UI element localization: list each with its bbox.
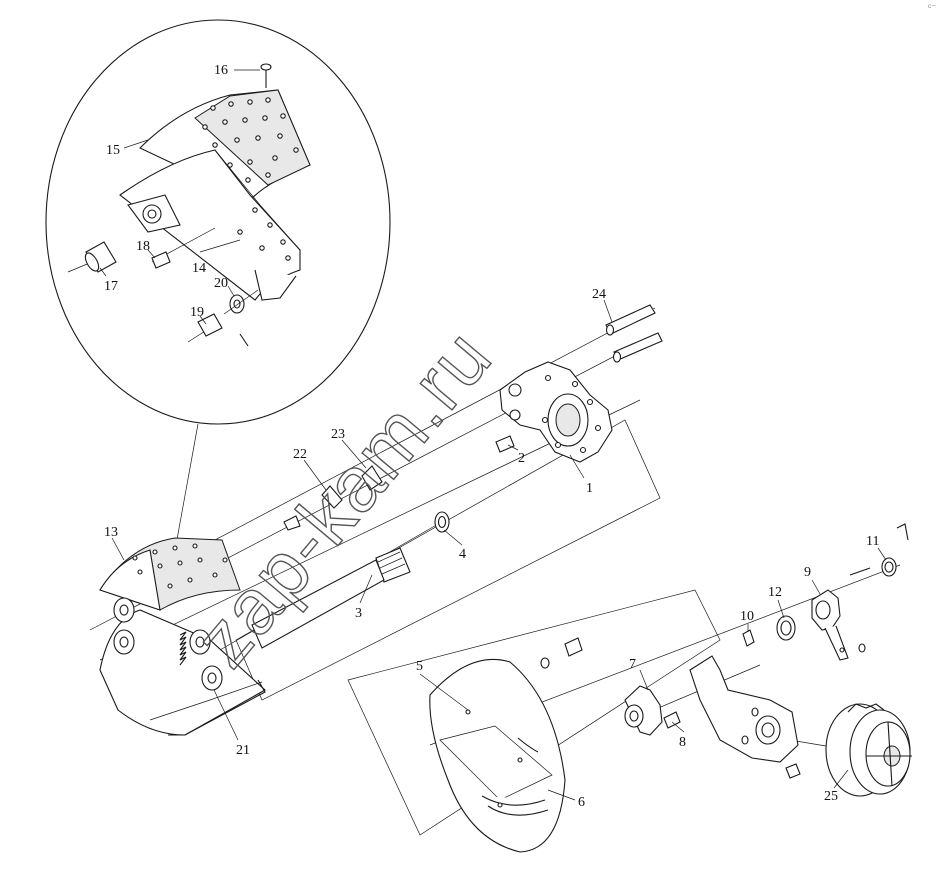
callout-14: 14 [192,261,206,276]
plate-22 [321,485,343,509]
shoe-rivet-holes [132,543,228,589]
callout-23: 23 [331,427,345,442]
callout-25: 25 [824,789,838,804]
callout-11: 11 [866,534,879,549]
callout-9: 9 [804,565,811,580]
corner-mark: ᶜ⁻ [928,2,936,12]
brake-spider-1 [499,361,613,463]
bolt-8 [663,711,681,729]
callout-12: 12 [768,585,782,600]
bolt-18 [151,227,216,269]
shield-fasteners [540,637,583,669]
bushing-17 [67,241,117,273]
callout-10: 10 [740,609,754,624]
detail-leader [173,423,199,557]
callout-7: 7 [629,657,636,672]
dust-shield-5-6 [429,658,566,853]
detail-circle [45,19,391,425]
callout-3: 3 [355,606,362,621]
slack-adjuster-9 [811,589,866,661]
camshaft-3 [251,547,411,649]
brake-chamber-25 [785,703,912,797]
anchor-pins-24 [605,304,663,363]
callout-16: 16 [214,63,228,78]
callout-8: 8 [679,735,686,750]
washer-4 [434,511,450,533]
callout-labels: 1 2 3 4 5 6 7 8 9 10 11 12 13 14 15 16 1… [99,63,887,810]
small-parts [742,523,909,647]
bolt-2 [495,435,515,453]
rivet-16 [260,63,272,88]
callout-5: 5 [416,659,423,674]
brake-shoe-assembly-13 [99,537,266,736]
callout-17: 17 [104,279,118,294]
callout-19: 19 [190,305,204,320]
plate-23 [361,465,383,491]
callout-22: 22 [293,447,307,462]
callout-18: 18 [136,239,150,254]
callout-15: 15 [106,143,120,158]
assembly-bracket-2 [347,589,721,836]
callout-20: 20 [214,276,228,291]
watermark: zap-kam.ru [178,312,509,683]
callout-2: 2 [518,451,525,466]
lining-rivet-holes [202,97,299,261]
camshaft-bracket-7 [624,685,663,736]
small-bushing [283,515,301,531]
callout-13: 13 [104,525,118,540]
chamber-bracket [689,655,799,763]
callout-1: 1 [586,481,593,496]
pin-roller-assembly [187,289,259,347]
callout-21: 21 [236,743,250,758]
callout-24: 24 [592,287,606,302]
callout-4: 4 [459,547,466,562]
callout-6: 6 [578,795,585,810]
detail-shoe [119,89,311,301]
detail-view [45,19,391,557]
